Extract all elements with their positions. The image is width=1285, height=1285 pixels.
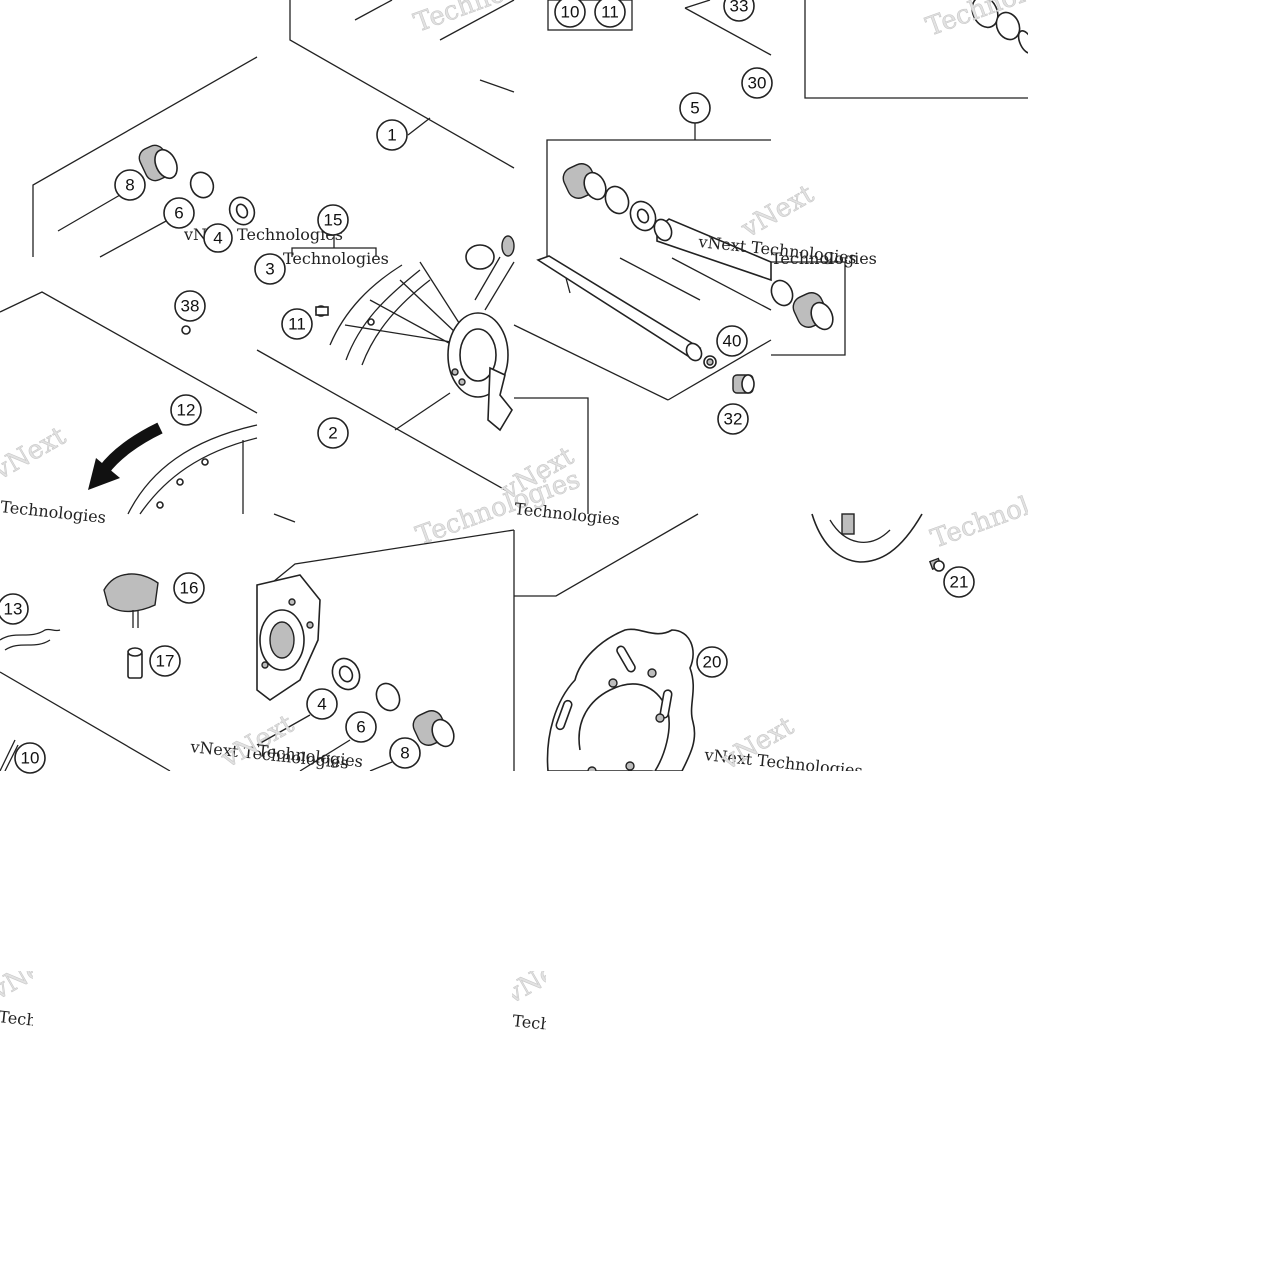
rim-part	[329, 264, 431, 366]
svg-text:8: 8	[125, 176, 134, 195]
svg-text:15: 15	[324, 211, 343, 230]
callout-5: 5	[679, 92, 711, 124]
distance-sleeve-part	[653, 218, 772, 282]
svg-text:17: 17	[156, 652, 175, 671]
callout-numbers: 1 2 3 4 4 5 6 6 8 8 10 10 11 11 12 13 15…	[0, 0, 975, 774]
callout-6-bottom: 6	[345, 711, 377, 743]
svg-text:30: 30	[748, 74, 767, 93]
valve-nut-part	[127, 647, 143, 679]
rim-part	[127, 424, 258, 515]
svg-text:21: 21	[950, 573, 969, 592]
callout-30: 30	[741, 67, 773, 99]
seal-ring-part	[562, 163, 607, 201]
svg-text:6: 6	[174, 204, 183, 223]
callout-15: 15	[317, 204, 349, 236]
svg-text:11: 11	[288, 315, 306, 334]
axle-nut-part	[732, 374, 755, 394]
callout-17: 17	[149, 645, 181, 677]
tire-part	[0, 628, 61, 641]
svg-text:13: 13	[4, 600, 23, 619]
bearing-part	[971, 0, 999, 29]
watermark-text: Technologies	[771, 249, 877, 268]
hub-part	[447, 312, 513, 432]
callout-10-top: 10	[554, 0, 586, 28]
svg-text:40: 40	[723, 332, 742, 351]
svg-text:16: 16	[180, 579, 199, 598]
callout-12: 12	[170, 394, 202, 426]
tile-middle-right: Technologies	[770, 249, 877, 356]
callout-4-bottom: 4	[306, 688, 338, 720]
valve-cap-part	[181, 325, 191, 335]
svg-text:32: 32	[724, 410, 743, 429]
svg-text:4: 4	[317, 695, 326, 714]
svg-text:2: 2	[328, 424, 337, 443]
svg-text:20: 20	[703, 653, 722, 672]
callout-21: 21	[943, 566, 975, 598]
watermark-text: Technologies	[283, 249, 389, 268]
svg-text:10: 10	[21, 749, 40, 768]
callout-33: 33	[723, 0, 755, 22]
callout-11-top: 11	[594, 0, 626, 28]
svg-text:4: 4	[213, 229, 222, 248]
spacer-ring-part	[375, 682, 401, 712]
tile-top-left: vNext Technologies	[32, 56, 343, 258]
tile-middle-right-center: vNext Technologies	[495, 255, 772, 529]
valve-part	[103, 573, 159, 628]
watermark-text: Technologies	[514, 499, 621, 529]
callout-6-top: 6	[163, 197, 195, 229]
rotation-arrow-icon	[88, 422, 163, 490]
svg-text:11: 11	[601, 3, 619, 22]
callout-4-top: 4	[203, 223, 233, 253]
watermark-text: vNext	[0, 421, 71, 487]
screw-part	[928, 557, 945, 572]
svg-text:10: 10	[561, 3, 580, 22]
svg-text:8: 8	[400, 744, 409, 763]
svg-text:33: 33	[730, 0, 749, 16]
callout-11-middle: 11	[281, 308, 313, 340]
brake-disc-part	[546, 628, 696, 776]
seal-ring-part	[792, 292, 834, 331]
callout-2: 2	[317, 417, 349, 449]
callout-1: 1	[376, 119, 408, 151]
callout-16: 16	[173, 572, 205, 604]
spacer-ring-part	[604, 185, 630, 215]
callout-10-bottom: 10	[14, 742, 46, 774]
spacer-ring-part	[770, 279, 794, 307]
callout-13: 13	[0, 593, 29, 625]
svg-text:5: 5	[690, 99, 699, 118]
svg-text:3: 3	[265, 260, 274, 279]
spacer-ring-part	[189, 171, 215, 199]
svg-text:38: 38	[181, 297, 200, 316]
seal-ring-part	[412, 710, 455, 748]
hub-flange-part	[256, 574, 321, 701]
callout-8-top: 8	[114, 169, 146, 201]
callout-3: 3	[254, 253, 286, 285]
callout-38: 38	[174, 290, 206, 322]
svg-text:1: 1	[387, 126, 396, 145]
brake-disc-part	[811, 513, 923, 563]
tile-middle-left: vNext Technologies	[0, 291, 258, 527]
callout-20: 20	[696, 646, 728, 678]
callout-40: 40	[716, 325, 748, 357]
callout-32: 32	[717, 403, 749, 435]
tile-top-right-center: vNext Technologies vNext	[546, 0, 858, 282]
svg-text:6: 6	[356, 718, 365, 737]
seal-ring-part	[138, 144, 178, 182]
watermark-text: Technologies	[0, 497, 107, 527]
callout-8-bottom: 8	[389, 737, 421, 769]
axle-part	[536, 255, 703, 362]
svg-text:12: 12	[177, 401, 196, 420]
watermark-text: vNext	[736, 179, 820, 245]
tile-bottom-right-center: vNext Technologies vNext	[514, 513, 864, 781]
